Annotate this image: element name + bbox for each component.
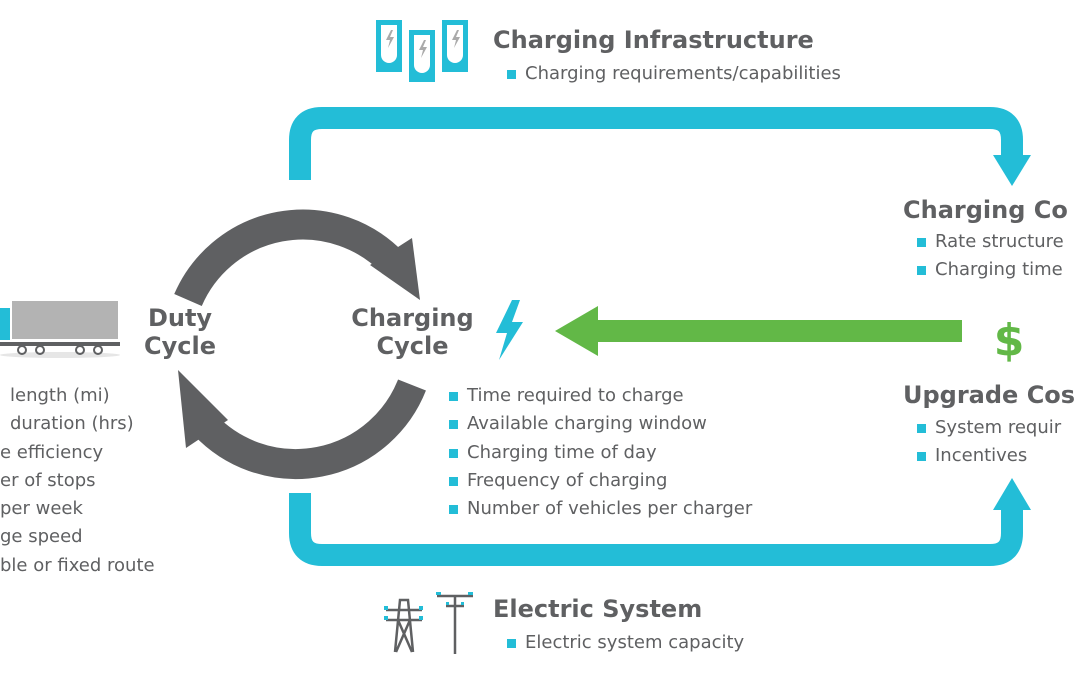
list-item: length (mi) xyxy=(10,385,110,406)
list-item: e efficiency xyxy=(0,441,104,463)
upgrade-cost-title: Upgrade Cos xyxy=(903,381,1076,409)
lightning-icon xyxy=(496,300,523,360)
bottom-flow-arrow xyxy=(289,493,1023,566)
list-item: per week xyxy=(0,498,83,520)
charging-cycle-title-line2: Cycle xyxy=(376,332,449,360)
green-arrow-shaft xyxy=(590,320,962,342)
list-item: Charging requirements/capabilities xyxy=(507,60,841,88)
list-item: Time required to charge xyxy=(449,382,752,410)
power-tower-icon xyxy=(384,592,473,654)
duty-cycle-title-line1: Duty xyxy=(147,304,213,332)
list-item: Frequency of charging xyxy=(449,467,752,495)
duty-cycle-list: length (mi) duration (hrs) e efficiency … xyxy=(0,382,155,580)
list-item: duration (hrs) xyxy=(10,413,134,435)
charging-cost-list: Rate structure Charging time xyxy=(917,228,1064,285)
charging-cycle-title-line1: Charging xyxy=(351,304,474,332)
charging-infrastructure-title: Charging Infrastructure xyxy=(493,26,814,54)
list-item: System requir xyxy=(917,414,1061,442)
list-item: Incentives xyxy=(917,442,1061,470)
list-item: Rate structure xyxy=(917,228,1064,256)
list-item: ble or fixed route xyxy=(0,554,155,576)
cycle-arrowhead-bottom xyxy=(178,370,228,448)
truck-icon xyxy=(0,301,120,358)
charging-cost-title: Charging Co xyxy=(903,196,1068,224)
charging-stations-icon xyxy=(376,20,468,82)
dollar-icon: $ xyxy=(994,315,1025,366)
duty-cycle-title: Duty Cycle xyxy=(130,304,230,360)
list-item: ge speed xyxy=(0,526,83,548)
list-item: Charging time of day xyxy=(449,439,752,467)
list-item: Number of vehicles per charger xyxy=(449,495,752,523)
duty-cycle-title-line2: Cycle xyxy=(144,332,216,360)
cycle-arrow-top xyxy=(174,209,403,307)
charging-cycle-list: Time required to charge Available chargi… xyxy=(449,382,752,523)
list-item: Electric system capacity xyxy=(507,629,744,657)
top-flow-arrowhead xyxy=(993,155,1031,186)
charging-infrastructure-list: Charging requirements/capabilities xyxy=(507,60,841,88)
top-flow-arrow xyxy=(289,107,1023,180)
cycle-arrow-bottom xyxy=(194,379,426,480)
charging-cycle-title: Charging Cycle xyxy=(340,304,485,360)
cycle-arrowhead-top xyxy=(370,238,420,300)
list-item: Charging time xyxy=(917,256,1064,284)
upgrade-cost-list: System requir Incentives xyxy=(917,414,1061,471)
bottom-flow-arrowhead xyxy=(993,478,1031,510)
electric-system-list: Electric system capacity xyxy=(507,629,744,657)
list-item: Available charging window xyxy=(449,410,752,438)
green-arrow-head xyxy=(555,306,598,356)
electric-system-title: Electric System xyxy=(493,595,703,623)
list-item: er of stops xyxy=(0,469,96,491)
